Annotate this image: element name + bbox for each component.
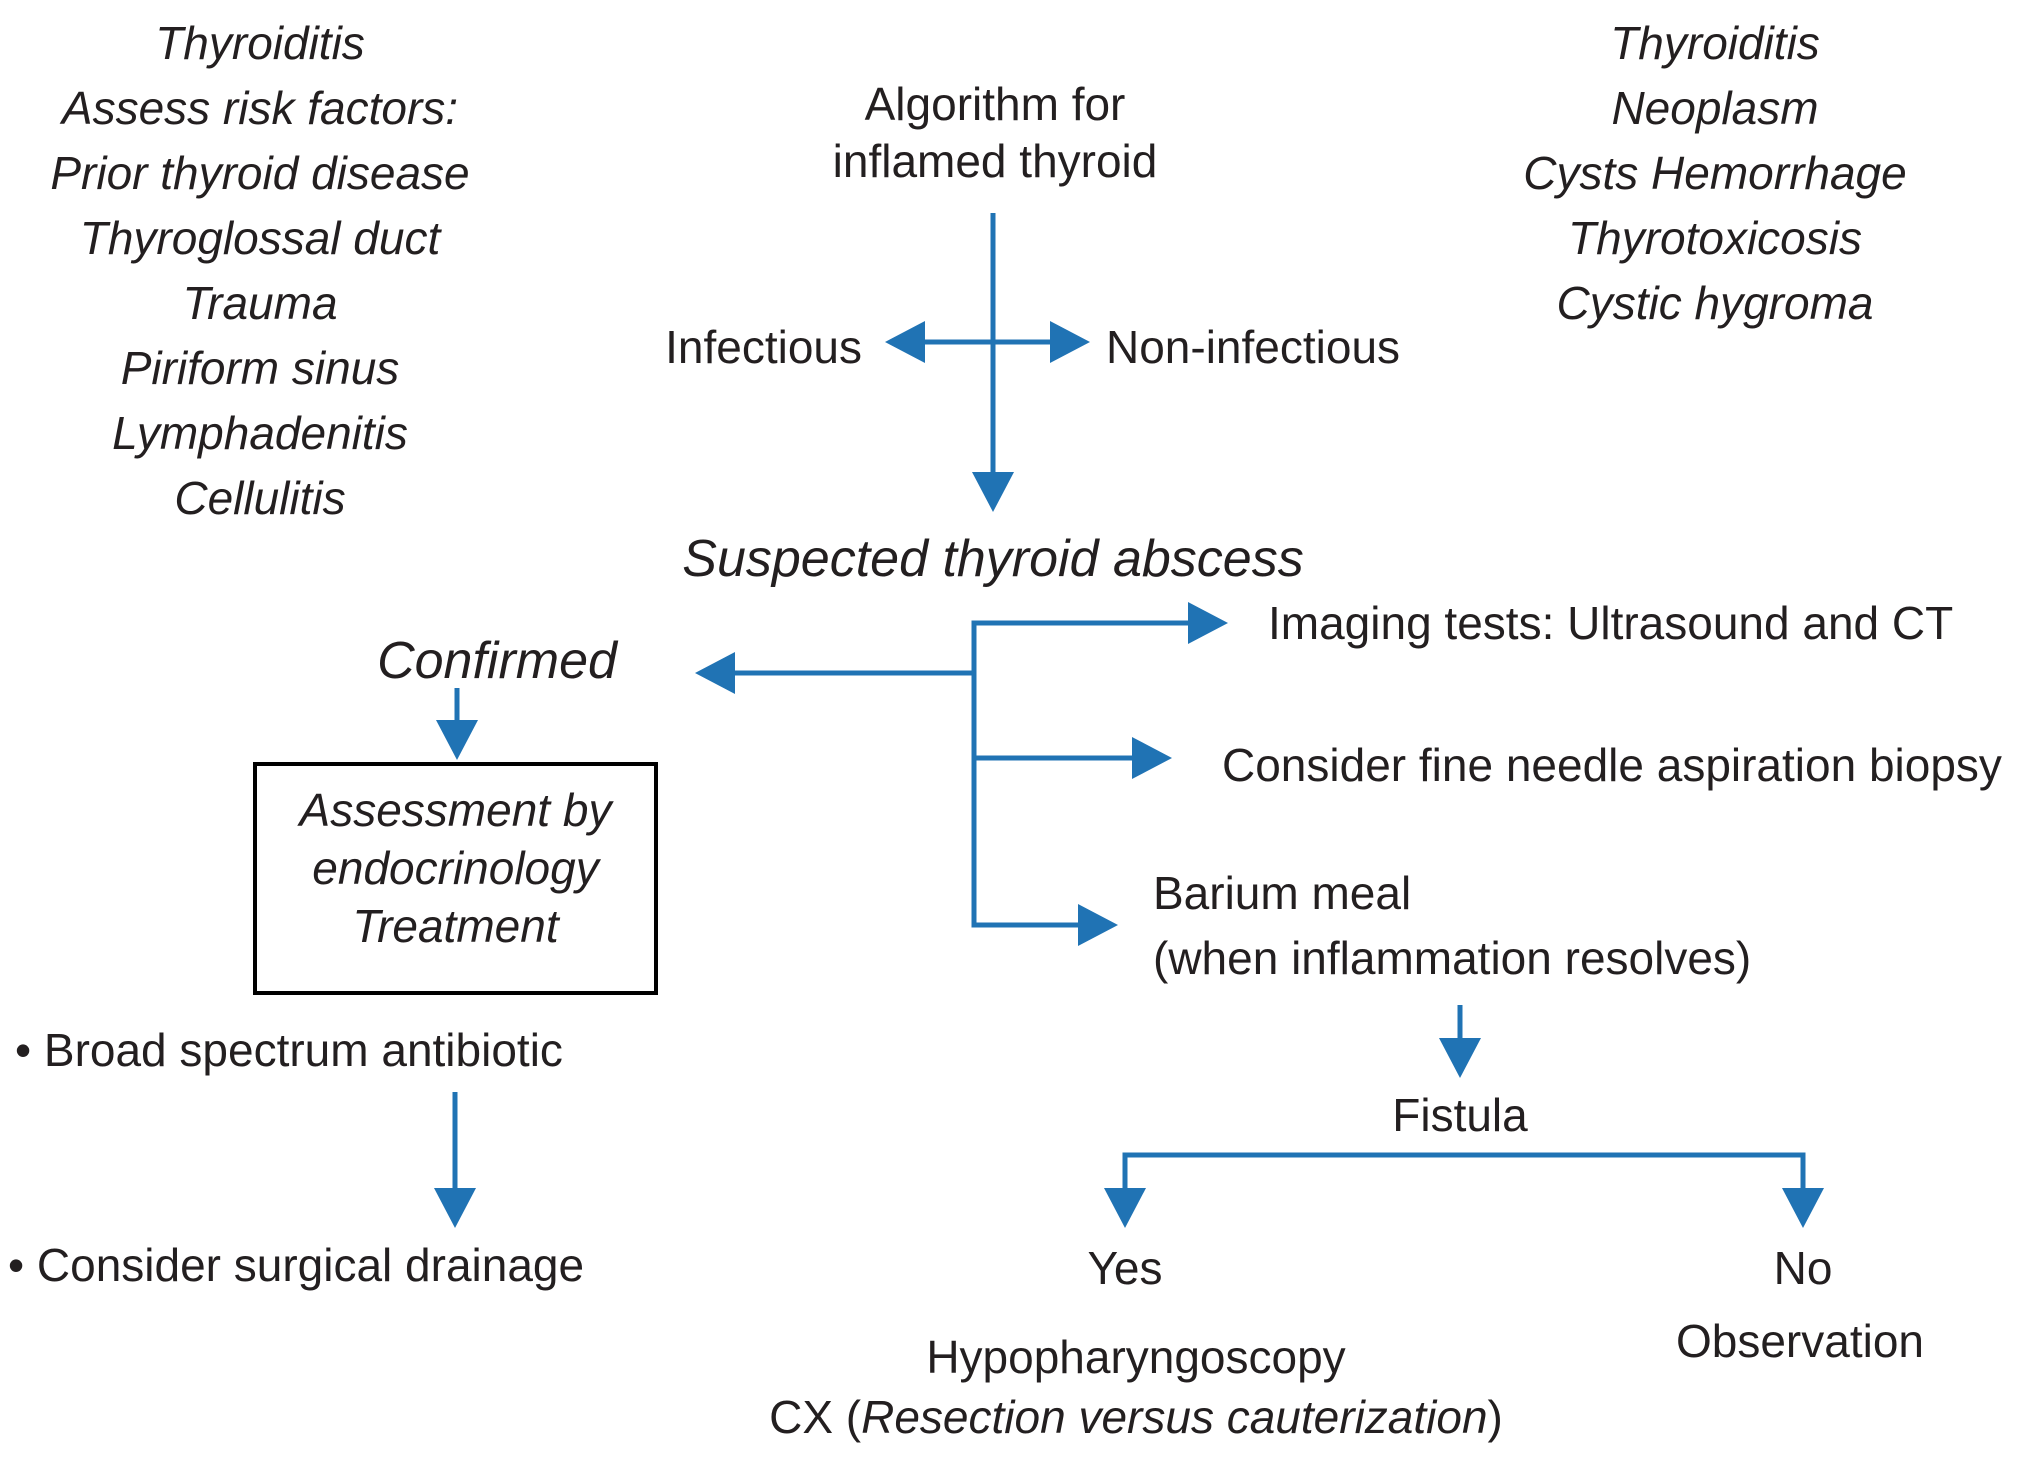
label-no: No xyxy=(1773,1242,1833,1294)
figure-title-line1: Algorithm for xyxy=(864,78,1126,130)
list-item: Assess risk factors: xyxy=(61,82,459,134)
node-observation: Observation xyxy=(1675,1315,1924,1367)
confirmed-arrow xyxy=(695,652,974,694)
node-suspected-thyroid-abscess: Suspected thyroid abscess xyxy=(682,530,1304,588)
list-item: Thyroglossal duct xyxy=(79,212,441,264)
fistula-branch-arrows xyxy=(1104,1152,1824,1228)
noninfectious-differential-list: Thyroiditis Neoplasm Cysts Hemorrhage Th… xyxy=(1430,11,2000,336)
assessment-box-line2: endocrinology xyxy=(312,842,599,894)
list-item: Thyrotoxicosis xyxy=(1568,212,1862,264)
barium-meal-line1: Barium meal xyxy=(1153,867,1412,919)
infectious-differential-list: Thyroiditis Assess risk factors: Prior t… xyxy=(25,11,495,531)
list-item: Prior thyroid disease xyxy=(50,147,470,199)
node-imaging-tests: Imaging tests: Ultrasound and CT xyxy=(1268,597,1954,649)
figure-title: Algorithm for inflamed thyroid xyxy=(795,76,1195,190)
assessment-treatment-box: Assessment by endocrinology Treatment xyxy=(253,762,658,995)
assessment-box-line1: Assessment by xyxy=(299,784,612,836)
list-item: Trauma xyxy=(182,277,338,329)
list-item: Thyroiditis xyxy=(1610,17,1820,69)
barium-meal-line2: (when inflammation resolves) xyxy=(1153,932,1752,984)
list-item: Cysts Hemorrhage xyxy=(1523,147,1907,199)
antibiotic-to-drainage-arrow xyxy=(434,1092,476,1228)
confirmed-to-box-arrow xyxy=(436,688,478,760)
cx-prefix: CX ( xyxy=(769,1391,862,1443)
node-barium-meal: Barium meal (when inflammation resolves) xyxy=(1153,861,1751,991)
list-item: Cystic hygroma xyxy=(1556,277,1874,329)
list-item: Cellulitis xyxy=(174,472,346,524)
node-hypopharyngoscopy: Hypopharyngoscopy xyxy=(926,1331,1346,1383)
node-fine-needle-biopsy: Consider fine needle aspiration biopsy xyxy=(1222,739,2002,791)
node-confirmed: Confirmed xyxy=(377,632,617,690)
list-item: Lymphadenitis xyxy=(112,407,408,459)
label-non-infectious: Non-infectious xyxy=(1106,321,1401,373)
cx-italic-text: Resection versus cauterization xyxy=(861,1391,1488,1443)
list-item: Thyroiditis xyxy=(155,17,365,69)
bullet-consider-surgical-drainage: • Consider surgical drainage xyxy=(8,1239,585,1291)
list-item: Piriform sinus xyxy=(120,342,400,394)
bullet-broad-spectrum-antibiotic: • Broad spectrum antibiotic xyxy=(15,1024,563,1076)
node-cx-resection-vs-cauterization: CX (Resection versus cauterization) xyxy=(636,1390,1636,1445)
figure-title-line2: inflamed thyroid xyxy=(832,135,1158,187)
node-fistula: Fistula xyxy=(1392,1089,1528,1141)
main-down-arrow xyxy=(972,213,1014,512)
label-infectious: Infectious xyxy=(665,321,862,373)
infectious-split-arrows xyxy=(885,321,1090,363)
workup-bracket xyxy=(971,602,1228,946)
cx-suffix: ) xyxy=(1487,1391,1503,1443)
list-item: Neoplasm xyxy=(1611,82,1819,134)
label-yes: Yes xyxy=(1087,1242,1163,1294)
assessment-box-line3: Treatment xyxy=(352,900,559,952)
barium-to-fistula-arrow xyxy=(1439,1005,1481,1078)
